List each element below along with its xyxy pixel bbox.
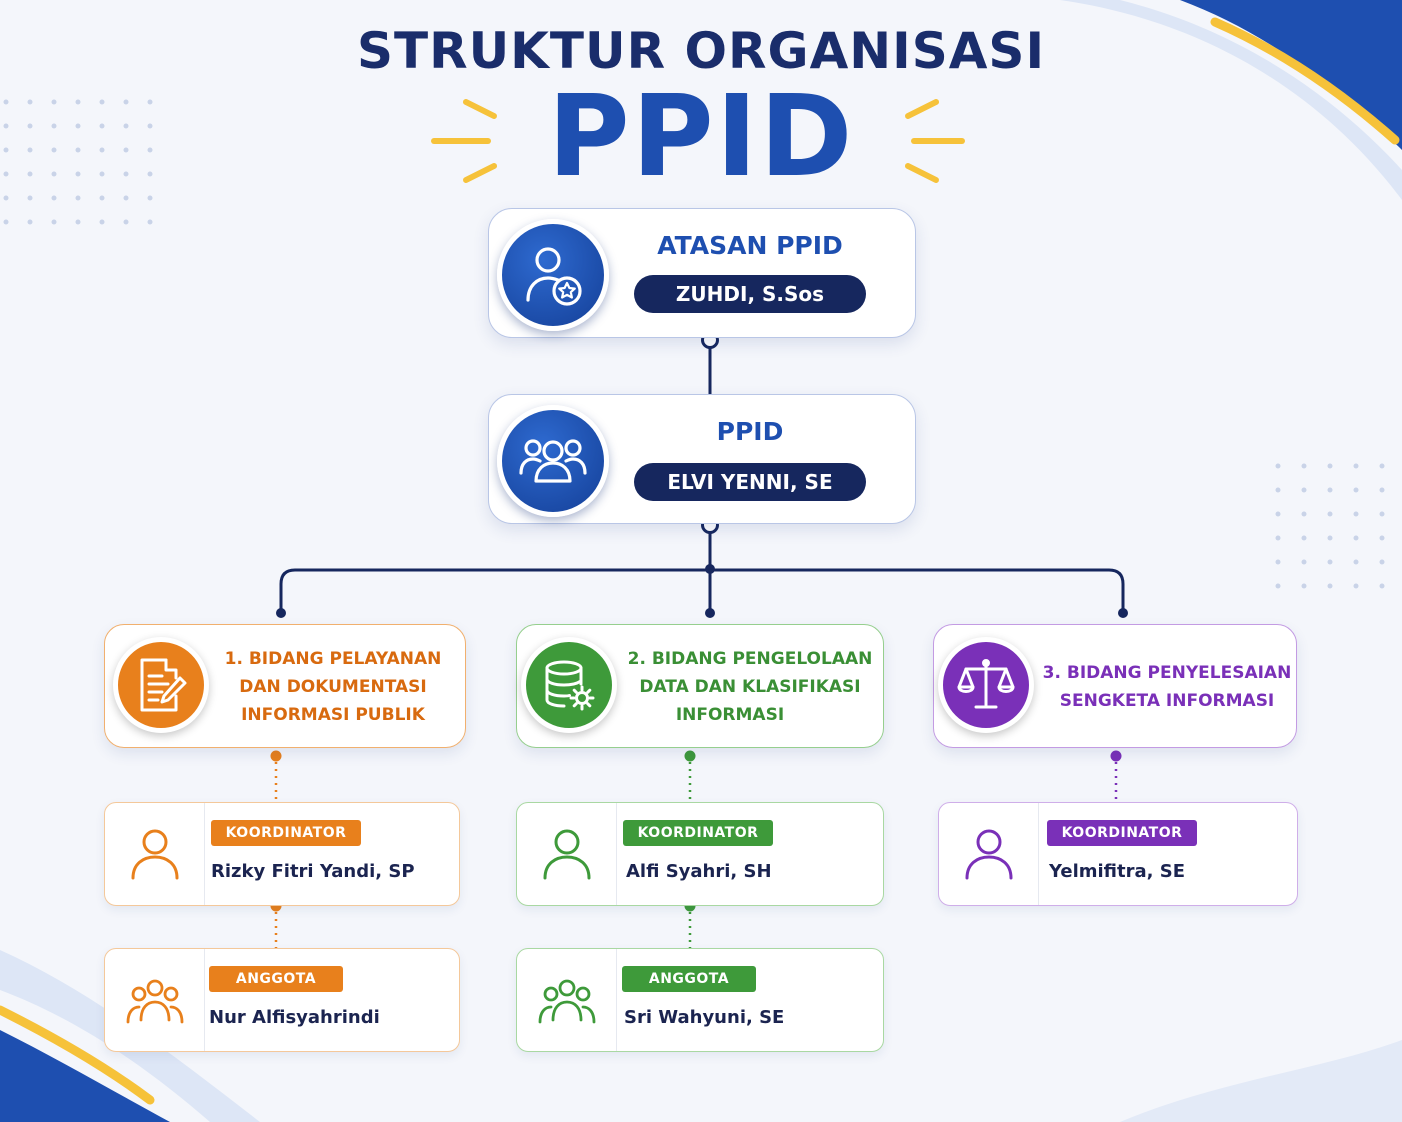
role-badge: KOORDINATOR [1047, 820, 1197, 846]
person-icon [517, 803, 617, 905]
division-1-title-line: DAN DOKUMENTASI [239, 677, 427, 697]
dot-grid-left [3, 99, 153, 225]
person-icon [105, 803, 205, 905]
division-3-title-line: SENGKETA INFORMASI [1059, 691, 1275, 711]
people-group-icon [105, 949, 205, 1051]
ppid-name: ELVI YENNI, SE [634, 463, 866, 501]
person-icon [939, 803, 1039, 905]
ppid-title: PPID [716, 417, 784, 446]
page-title: STRUKTUR ORGANISASI [356, 22, 1046, 80]
connector-division-3 [1110, 750, 1122, 802]
role-badge: KOORDINATOR [211, 820, 361, 846]
group-icon [497, 405, 609, 517]
division-card-3: 3. BIDANG PENYELESAIAN SENGKETA INFORMAS… [933, 624, 1297, 748]
accent-rays [431, 99, 965, 183]
people-group-icon [517, 949, 617, 1051]
person-name: Alfi Syahri, SH [626, 861, 772, 882]
division-card-2: 2. BIDANG PENGELOLAAN DATA DAN KLASIFIKA… [516, 624, 884, 748]
person-name: Rizky Fitri Yandi, SP [211, 861, 415, 882]
page-subtitle: PPID [547, 72, 855, 202]
division-3-title: 3. BIDANG PENYELESAIAN SENGKETA INFORMAS… [1040, 659, 1294, 715]
ppid-card: PPID ELVI YENNI, SE [488, 394, 916, 524]
role-badge: ANGGOTA [622, 966, 756, 992]
member-card-2: ANGGOTA Sri Wahyuni, SE [516, 948, 884, 1052]
division-2-title-line: INFORMASI [675, 705, 785, 725]
division-2-title-line: 2. BIDANG PENGELOLAAN [627, 649, 873, 669]
role-badge: KOORDINATOR [623, 820, 773, 846]
coordinator-card-2: KOORDINATOR Alfi Syahri, SH [516, 802, 884, 906]
database-gear-icon [521, 637, 617, 733]
coordinator-card-1: KOORDINATOR Rizky Fitri Yandi, SP [104, 802, 460, 906]
person-name: Yelmifitra, SE [1049, 861, 1186, 882]
division-1-title: 1. BIDANG PELAYANAN DAN DOKUMENTASI INFO… [217, 645, 449, 729]
hierarchy-connectors [276, 331, 1128, 618]
person-name: Nur Alfisyahrindi [209, 1007, 380, 1028]
person-name: Sri Wahyuni, SE [624, 1007, 785, 1028]
division-2-title: 2. BIDANG PENGELOLAAN DATA DAN KLASIFIKA… [627, 645, 873, 729]
document-edit-icon [113, 637, 209, 733]
atasan-ppid-title: ATASAN PPID [657, 231, 843, 260]
division-3-title-line: 3. BIDANG PENYELESAIAN [1042, 663, 1292, 683]
role-badge: ANGGOTA [209, 966, 343, 992]
division-1-title-line: INFORMASI PUBLIK [241, 705, 425, 725]
division-card-1: 1. BIDANG PELAYANAN DAN DOKUMENTASI INFO… [104, 624, 466, 748]
atasan-ppid-name: ZUHDI, S.Sos [634, 275, 866, 313]
user-star-icon [497, 219, 609, 331]
scales-icon [938, 637, 1034, 733]
dot-grid-right [1275, 463, 1385, 589]
coordinator-card-3: KOORDINATOR Yelmifitra, SE [938, 802, 1298, 906]
atasan-ppid-card: ATASAN PPID ZUHDI, S.Sos [488, 208, 916, 338]
division-1-title-line: 1. BIDANG PELAYANAN [224, 649, 442, 669]
member-card-1: ANGGOTA Nur Alfisyahrindi [104, 948, 460, 1052]
division-2-title-line: DATA DAN KLASIFIKASI [639, 677, 861, 697]
